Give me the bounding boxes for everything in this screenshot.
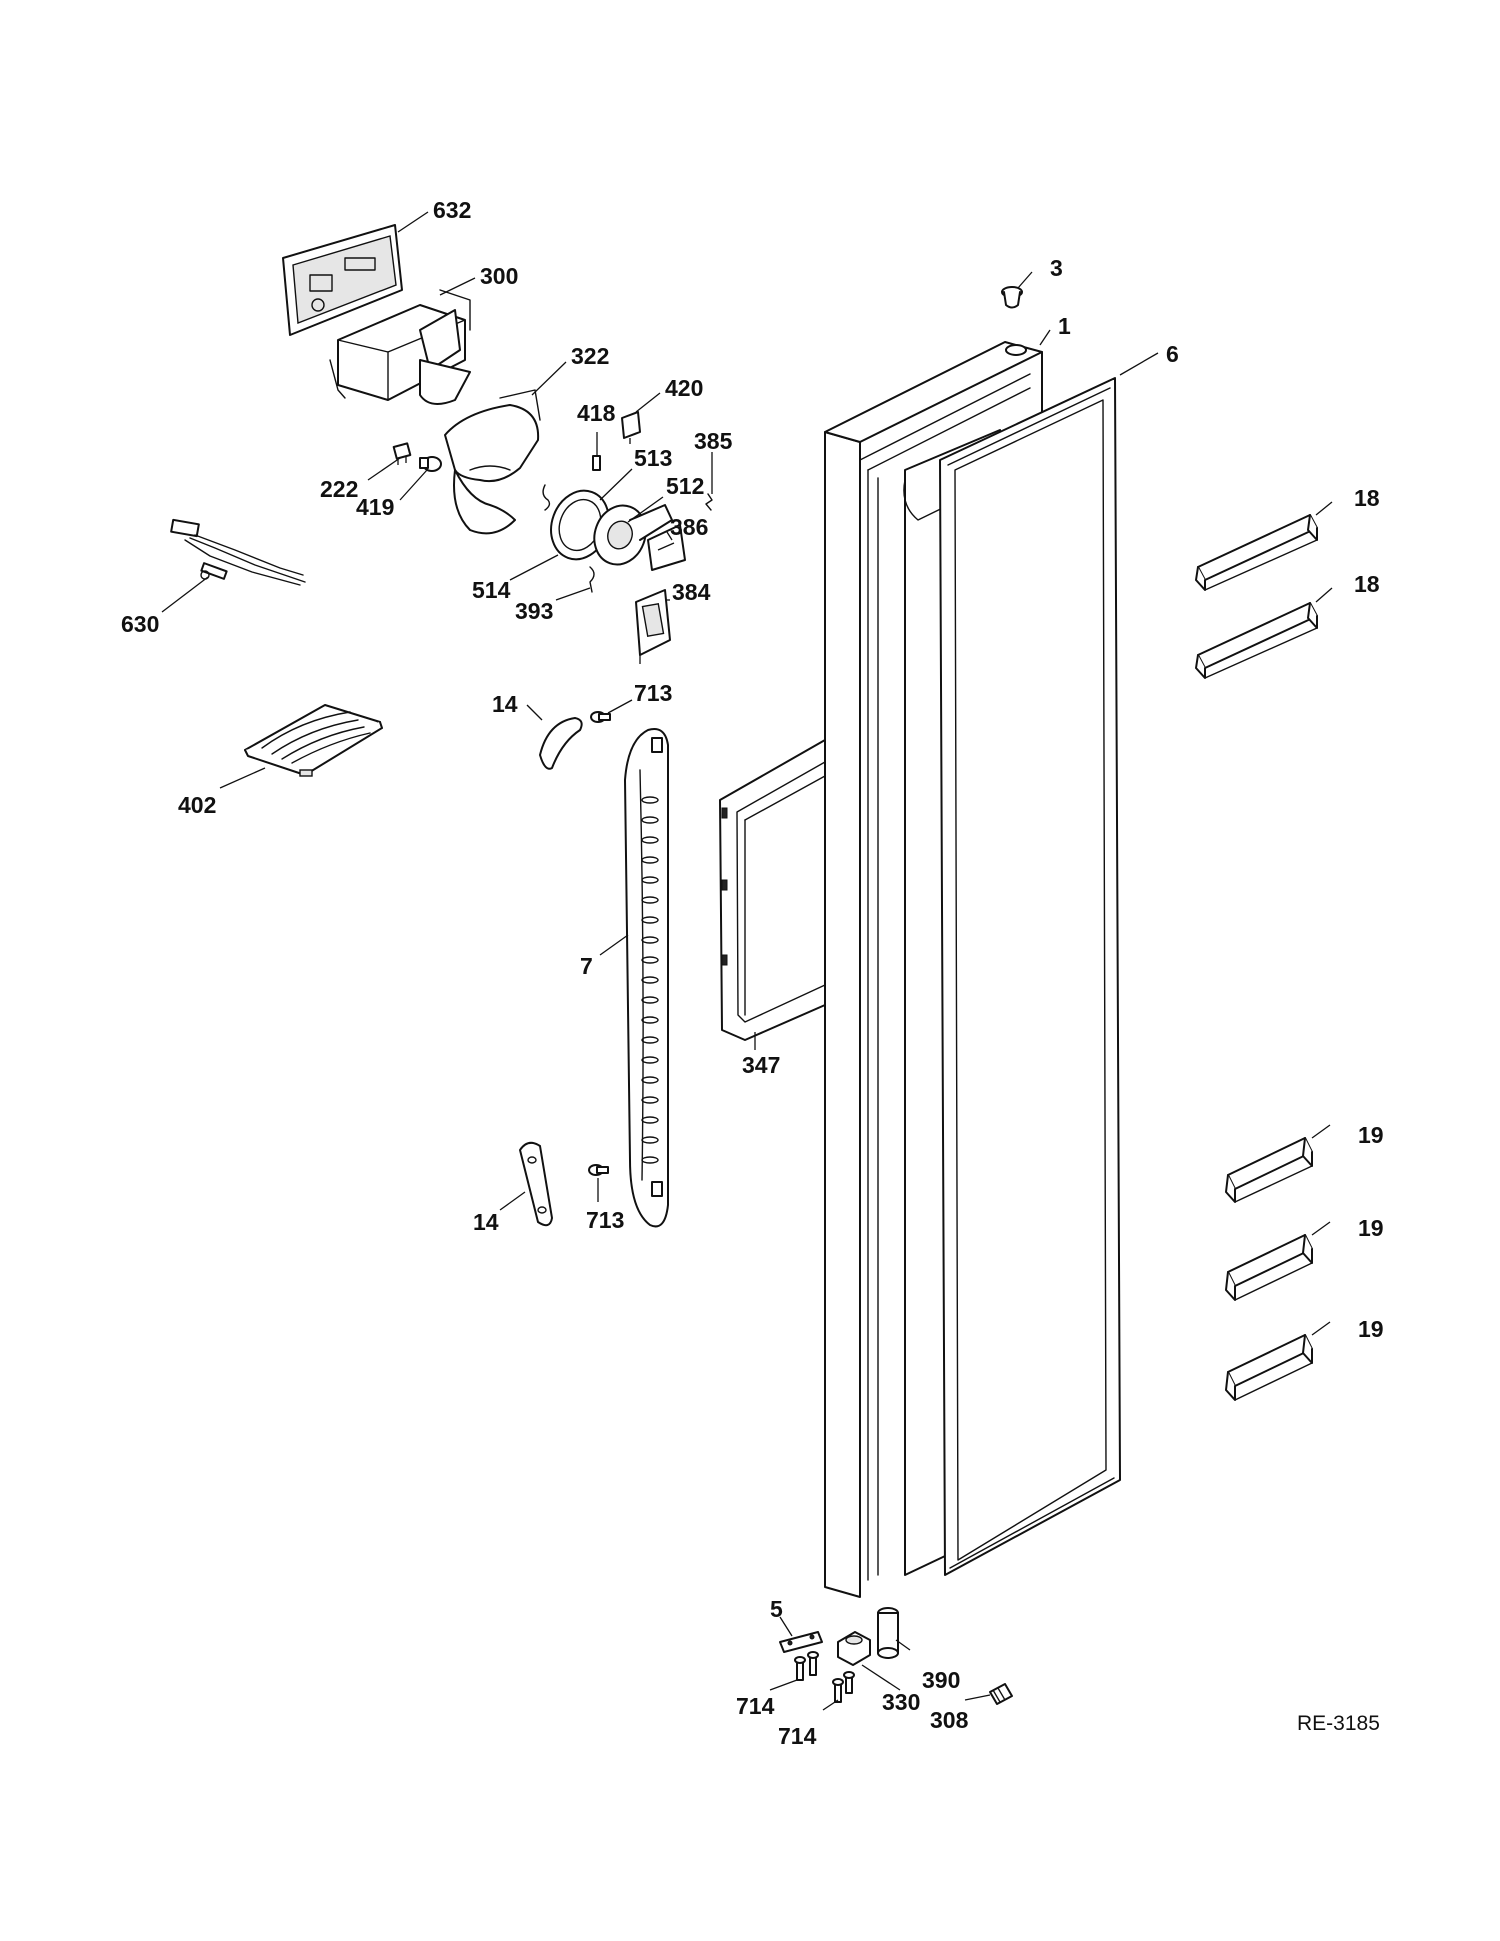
spring-part-385: [705, 493, 713, 511]
door-shelf-bin-part-18-lower: [1195, 602, 1318, 679]
label-420: 420: [665, 375, 703, 401]
label-714-b: 714: [778, 1723, 817, 1749]
spring-clip: [542, 484, 551, 511]
hinge-pin-part-390: [877, 1607, 899, 1659]
hinge-screw-part-714-d: [843, 1671, 855, 1694]
label-5: 5: [770, 1596, 783, 1622]
label-14-lower: 14: [473, 1209, 499, 1235]
handle-screw-lower-part-713: [588, 1164, 609, 1176]
label-385: 385: [694, 428, 733, 454]
hinge-screw-part-714-a: [794, 1656, 806, 1681]
bracket-part-386: [647, 524, 686, 571]
label-222: 222: [320, 476, 358, 502]
control-board-part-632: [282, 224, 403, 336]
door-gasket-part-6: [939, 377, 1121, 1576]
label-1: 1: [1058, 313, 1071, 339]
door-cap-part-3: [1001, 286, 1023, 309]
label-419: 419: [356, 494, 394, 520]
label-3: 3: [1050, 255, 1063, 281]
door-shelf-bin-part-19-middle: [1225, 1234, 1313, 1301]
hinge-fitting-part-308: [989, 1683, 1013, 1705]
hinge-plate-part-5: [779, 1631, 823, 1653]
label-7: 7: [580, 953, 593, 979]
label-418: 418: [577, 400, 616, 426]
label-513: 513: [634, 445, 672, 471]
leader-lines: [161, 211, 1333, 1711]
handle-endcap-lower-part-14: [519, 1141, 553, 1227]
handle-endcap-upper-part-14: [539, 717, 583, 770]
label-386: 386: [670, 514, 708, 540]
label-384: 384: [672, 579, 711, 605]
label-630: 630: [121, 611, 159, 637]
lamp-part-419: [419, 456, 442, 472]
label-514: 514: [472, 577, 511, 603]
door-shelf-bin-part-19-lower: [1225, 1334, 1313, 1401]
handle-grip-ridges: [641, 796, 659, 1164]
door-handle-part-7: [624, 728, 669, 1228]
door-shelf-bin-part-19-upper: [1225, 1137, 1313, 1203]
label-18-lower: 18: [1354, 571, 1380, 597]
label-19-middle: 19: [1358, 1215, 1384, 1241]
label-14-upper: 14: [492, 691, 518, 717]
label-632: 632: [433, 197, 471, 223]
solenoid-part-384: [635, 589, 671, 664]
label-390: 390: [922, 1667, 960, 1693]
switch-part-222: [392, 442, 412, 465]
dispenser-frame-part-347: [719, 739, 826, 1041]
hinge-bushing-part-330: [837, 1631, 871, 1666]
spring-part-393: [589, 566, 595, 593]
handle-screw-upper-part-713: [590, 711, 611, 723]
label-512: 512: [666, 473, 704, 499]
hinge-screw-part-714-b: [807, 1651, 819, 1676]
label-402: 402: [178, 792, 216, 818]
ice-chute-part-322: [444, 389, 541, 535]
label-393: 393: [515, 598, 553, 624]
label-19-upper: 19: [1358, 1122, 1384, 1148]
label-300: 300: [480, 263, 518, 289]
hinge-screw-part-714-c: [832, 1678, 844, 1703]
door-shelf-bin-part-18-upper: [1195, 514, 1318, 591]
label-347: 347: [742, 1052, 780, 1078]
arm-part-513: [629, 504, 673, 541]
label-330: 330: [882, 1689, 920, 1715]
label-308: 308: [930, 1707, 969, 1733]
label-713-lower: 713: [586, 1207, 624, 1233]
label-6: 6: [1166, 341, 1179, 367]
drip-tray-part-402: [244, 704, 383, 777]
label-714-a: 714: [736, 1693, 775, 1719]
part-number-labels: 632 300 322 418 420 385 513 512 386 222 …: [121, 197, 1384, 1749]
label-19-lower: 19: [1358, 1316, 1384, 1342]
label-713-upper: 713: [634, 680, 672, 706]
label-18-upper: 18: [1354, 485, 1380, 511]
label-322: 322: [571, 343, 609, 369]
dispenser-housing-part-300: [329, 289, 471, 405]
switch-part-420: [621, 411, 641, 444]
diagram-reference-number: RE-3185: [1297, 1712, 1380, 1735]
actuator-part-418: [592, 455, 601, 471]
wire-harness-part-630: [170, 518, 306, 586]
